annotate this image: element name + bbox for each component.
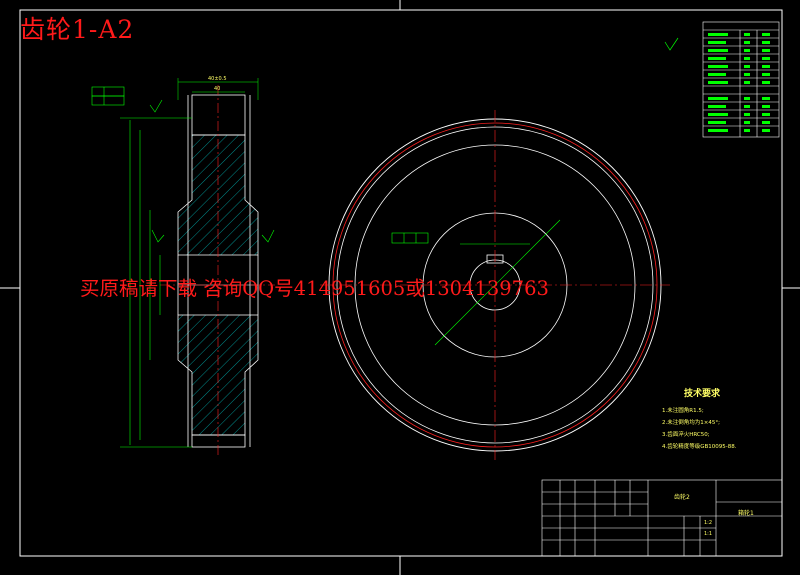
part-name: 齿轮2 <box>674 494 690 501</box>
gear-parameter-table <box>702 21 780 138</box>
border-frame <box>19 9 783 557</box>
watermark-text: 买原稿请下载 咨询QQ号414951605或1304139763 <box>80 277 549 300</box>
ratio-value: 1:2 <box>704 520 713 526</box>
tech-requirement-item: 1.未注圆角R1.5; <box>662 408 704 414</box>
tech-requirement-item: 2.未注倒角均为1×45°; <box>662 420 720 426</box>
scale-value: 1:1 <box>704 531 713 537</box>
svg-text:40±0.5: 40±0.5 <box>208 76 227 82</box>
drawing-title: 齿轮1-A2 <box>20 15 135 44</box>
tech-requirement-item: 3.齿面淬火HRC50; <box>662 432 710 438</box>
title-block <box>541 479 783 557</box>
tech-requirement-item: 4.齿轮精度等级GB10095-88. <box>662 444 737 450</box>
gear-section-view: 40±0.5 40 <box>91 76 275 455</box>
gear-front-view <box>320 37 679 460</box>
svg-text:40: 40 <box>214 86 220 92</box>
drawing-number: 箱轮1 <box>738 510 754 517</box>
tech-requirements-heading: 技术要求 <box>684 389 721 399</box>
